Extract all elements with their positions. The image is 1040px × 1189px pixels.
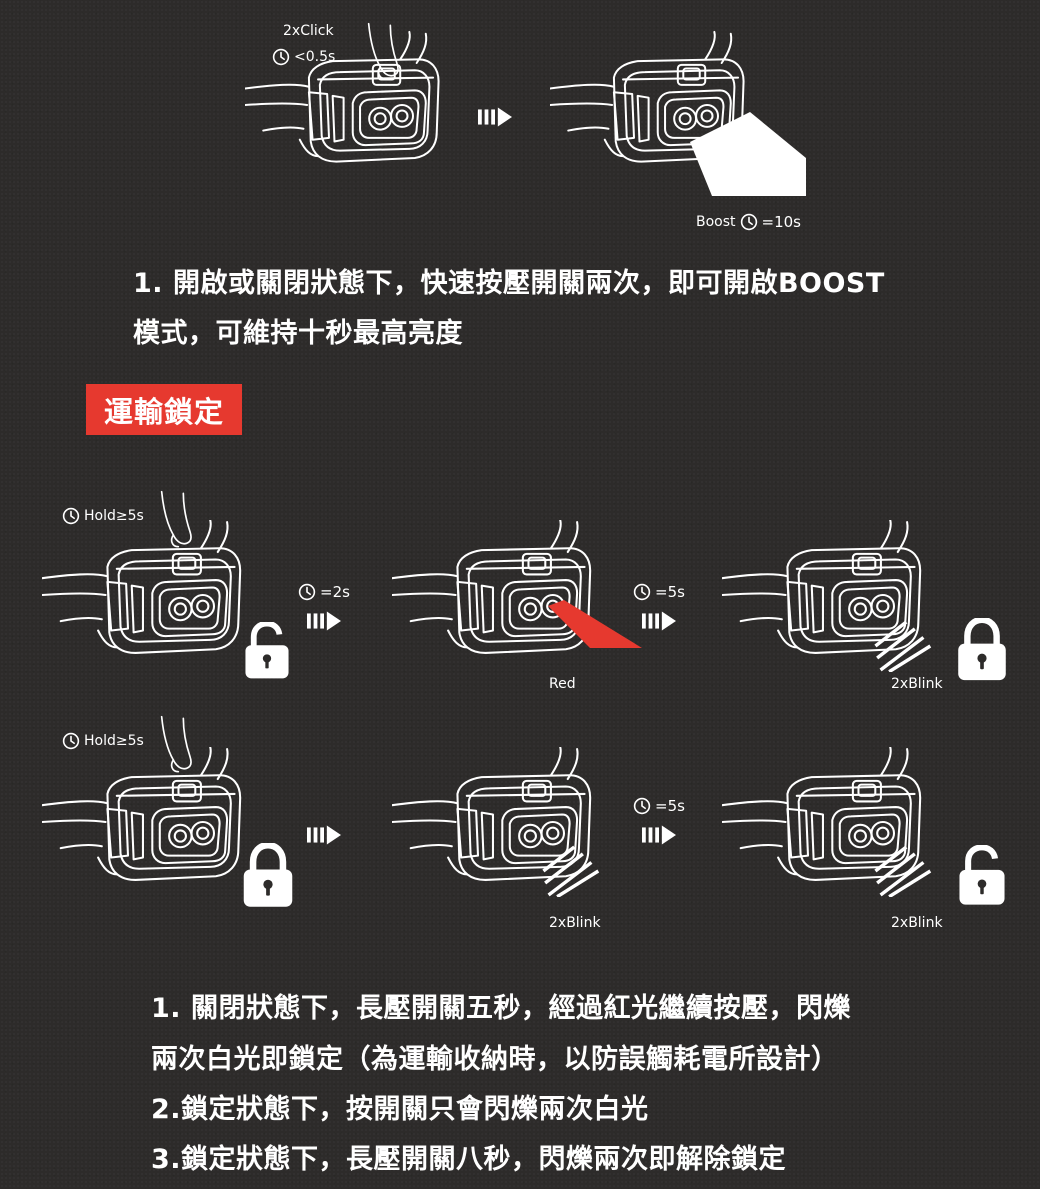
clock-icon <box>740 213 758 231</box>
locked-icon <box>954 618 1010 682</box>
hold-timer: Hold≥5s <box>62 732 144 750</box>
step-time-label: =5s <box>655 583 685 601</box>
blink-label: 2xBlink <box>549 915 601 931</box>
hold-label: Hold≥5s <box>84 733 144 749</box>
lock-sequence-row: Hold≥5s =2s Red =5s 2xBlink <box>0 480 1040 710</box>
headlamp-illustration <box>42 747 257 897</box>
boost-timer: Boost =10s <box>696 213 801 231</box>
blink-light-icon <box>872 845 932 897</box>
pressing-hand-icon <box>155 490 205 560</box>
step-timer: =5s <box>633 583 685 601</box>
step-timer: =5s <box>633 797 685 815</box>
clock-icon <box>633 797 651 815</box>
boost-diagram: 2xClick <0.5s Boost =10s <box>0 0 1040 240</box>
click-time-label: <0.5s <box>294 49 336 65</box>
boost-label: Boost <box>696 214 736 230</box>
headlamp-illustration <box>42 520 257 670</box>
lock-description-line-2: 兩次白光即鎖定（為運輸收納時，以防誤觸耗電所設計） <box>151 1044 839 1075</box>
boost-description-line-1: 1. 開啟或關閉狀態下，快速按壓開關兩次，即可開啟BOOST <box>133 268 885 299</box>
lock-description-line-4: 3.鎖定狀態下，長壓開關八秒，閃爍兩次即解除鎖定 <box>151 1144 787 1175</box>
locked-icon <box>240 843 296 909</box>
unlocked-icon <box>242 622 292 680</box>
blink-light-icon <box>872 620 932 672</box>
step-timer: =2s <box>298 583 350 601</box>
step-time-label: =2s <box>320 583 350 601</box>
step-time-label: =5s <box>655 797 685 815</box>
clock-icon <box>298 583 316 601</box>
next-step-arrow-icon <box>478 107 512 127</box>
boost-time-label: =10s <box>761 213 802 231</box>
next-step-arrow-icon <box>307 611 341 631</box>
hold-label: Hold≥5s <box>84 508 144 524</box>
red-light-label: Red <box>549 676 576 692</box>
next-step-arrow-icon <box>642 611 676 631</box>
blink-label: 2xBlink <box>891 915 943 931</box>
lock-description-line-1: 1. 關閉狀態下，長壓開關五秒，經過紅光繼續按壓，閃爍 <box>151 993 851 1024</box>
pressing-hand-icon <box>362 22 412 92</box>
blink-light-icon <box>540 845 600 897</box>
hold-timer: Hold≥5s <box>62 507 144 525</box>
red-beam-icon <box>548 600 642 648</box>
clock-icon <box>633 583 651 601</box>
click-timer: <0.5s <box>272 48 335 66</box>
blink-label: 2xBlink <box>891 676 943 692</box>
boost-beam-icon <box>690 112 806 196</box>
next-step-arrow-icon <box>642 825 676 845</box>
click-count-label: 2xClick <box>283 23 334 39</box>
next-step-arrow-icon <box>307 825 341 845</box>
pressing-hand-icon <box>155 715 205 785</box>
unlocked-icon <box>956 845 1008 907</box>
unlock-sequence-row: Hold≥5s 2xBlink =5s 2xBlink <box>0 705 1040 945</box>
section-badge: 運輸鎖定 <box>86 384 242 435</box>
boost-description-line-2: 模式，可維持十秒最高亮度 <box>133 318 463 349</box>
lock-description-line-3: 2.鎖定狀態下，按開關只會閃爍兩次白光 <box>151 1094 649 1125</box>
headlamp-illustration <box>245 30 455 180</box>
